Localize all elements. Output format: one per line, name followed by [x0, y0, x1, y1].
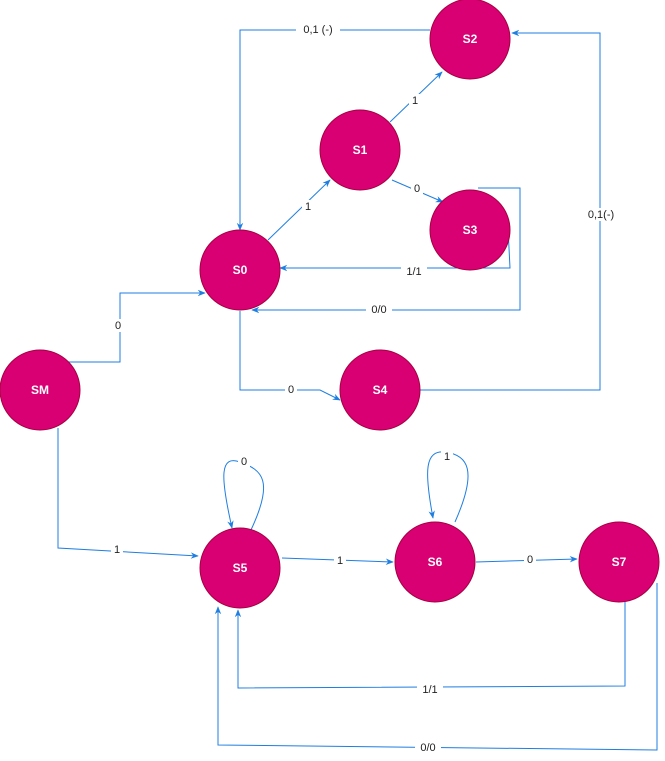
- edge-s0-to-s4: [239, 311, 341, 401]
- label-s2-to-s0: 0,1 (-): [303, 24, 332, 36]
- edge-s7-to-s5-b: [214, 583, 658, 751]
- edge-s2-to-s0: [236, 29, 430, 231]
- state-s3[interactable]: S3: [429, 189, 511, 271]
- state-s6[interactable]: S6: [394, 521, 476, 603]
- label-s6-self-loop: 1: [444, 451, 450, 463]
- state-sm-label: SM: [31, 383, 49, 397]
- label-s0-to-s1: 1: [305, 201, 311, 213]
- state-s0[interactable]: S0: [199, 229, 281, 311]
- edge-s5-self-loop: [223, 460, 265, 533]
- label-sm-to-s0: 0: [115, 320, 121, 332]
- label-s6-to-s7: 0: [527, 554, 533, 566]
- state-sm[interactable]: SM: [0, 349, 81, 431]
- label-s5-self-loop: 0: [241, 456, 247, 468]
- state-s5-label: S5: [233, 561, 248, 575]
- label-s7-to-s5-a: 1/1: [422, 684, 437, 696]
- state-s2-label: S2: [463, 32, 478, 46]
- state-s4[interactable]: S4: [339, 349, 421, 431]
- state-s7[interactable]: S7: [578, 521, 660, 603]
- state-s5[interactable]: S5: [199, 527, 281, 609]
- state-s6-label: S6: [428, 555, 443, 569]
- label-sm-to-s5: 1: [114, 544, 120, 556]
- edge-sm-to-s0: [60, 289, 206, 363]
- label-s1-to-s2: 1: [412, 95, 418, 107]
- label-s0-to-s4: 0: [288, 384, 294, 396]
- edge-s7-to-s5-a: [234, 600, 626, 689]
- state-s1[interactable]: S1: [319, 109, 401, 191]
- label-s5-to-s6: 1: [337, 555, 343, 567]
- state-s0-label: S0: [233, 263, 248, 277]
- state-s7-label: S7: [612, 555, 627, 569]
- edge-s0-to-s1: [267, 179, 331, 241]
- edge-sm-to-s5: [57, 428, 199, 559]
- nodes: SM S0 S1 S2 S3 S4 S5 S6: [0, 0, 660, 609]
- state-s4-label: S4: [373, 383, 388, 397]
- state-s3-label: S3: [463, 223, 478, 237]
- edge-labels: 0 1 1 1 0 1/1 0/0 0,1 (-) 0 0,1(-) 0 1 1…: [111, 23, 618, 754]
- state-s2[interactable]: S2: [429, 0, 511, 80]
- label-s4-to-s2: 0,1(-): [588, 209, 614, 221]
- state-s1-label: S1: [353, 143, 368, 157]
- label-s1-to-s3: 0: [414, 183, 420, 195]
- label-s7-to-s5-b: 0/0: [420, 742, 435, 754]
- label-s3-to-s0-b: 0/0: [371, 304, 386, 316]
- label-s3-to-s0-a: 1/1: [406, 266, 421, 278]
